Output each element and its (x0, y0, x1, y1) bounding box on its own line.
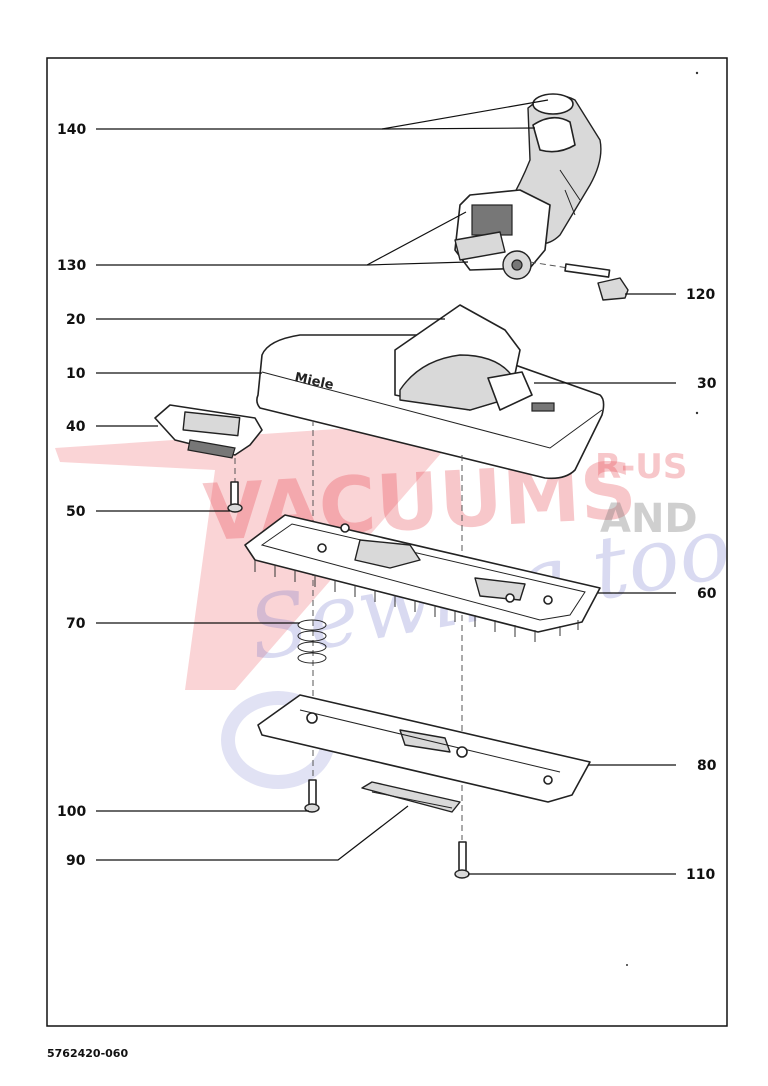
callout-50: 50 (66, 504, 86, 520)
watermark-line2b: AND (600, 496, 698, 542)
watermark-line2a: R-US (595, 447, 687, 487)
part-100-screw (304, 779, 320, 813)
callout-100: 100 (57, 804, 86, 820)
part-10-nozzle-body: Miele (256, 304, 605, 480)
part-80-base-plate (257, 694, 591, 803)
part-40-bracket (154, 404, 263, 459)
leader-lines (96, 99, 676, 875)
brush-bristles (254, 560, 579, 642)
callout-140: 140 (57, 122, 86, 138)
callout-130: 130 (57, 258, 86, 274)
scan-speck (695, 71, 699, 75)
callout-90: 90 (66, 853, 86, 869)
callout-110: 110 (686, 867, 715, 883)
part-90-strip (361, 781, 461, 813)
callout-70: 70 (66, 616, 86, 632)
part-130-joint (454, 189, 551, 280)
callout-labels: 140 130 120 20 10 30 40 50 60 70 80 100 … (57, 122, 717, 883)
part-70-spring (297, 619, 327, 664)
scan-speck (695, 411, 699, 415)
callout-80: 80 (697, 758, 717, 774)
callout-30: 30 (697, 376, 717, 392)
part-50-screw (227, 458, 243, 513)
callout-20: 20 (66, 312, 86, 328)
callout-10: 10 (66, 366, 86, 382)
document-number: 5762420-060 (47, 1047, 128, 1060)
scan-speck (626, 964, 628, 966)
callout-40: 40 (66, 419, 86, 435)
part-110-screw (454, 841, 470, 879)
part-30-pedal (487, 371, 533, 411)
callout-120: 120 (686, 287, 715, 303)
diagram-frame (46, 57, 728, 1027)
part-60-brush-plate (244, 514, 601, 642)
callout-60: 60 (697, 586, 717, 602)
part-120-axle-pin (529, 261, 629, 301)
